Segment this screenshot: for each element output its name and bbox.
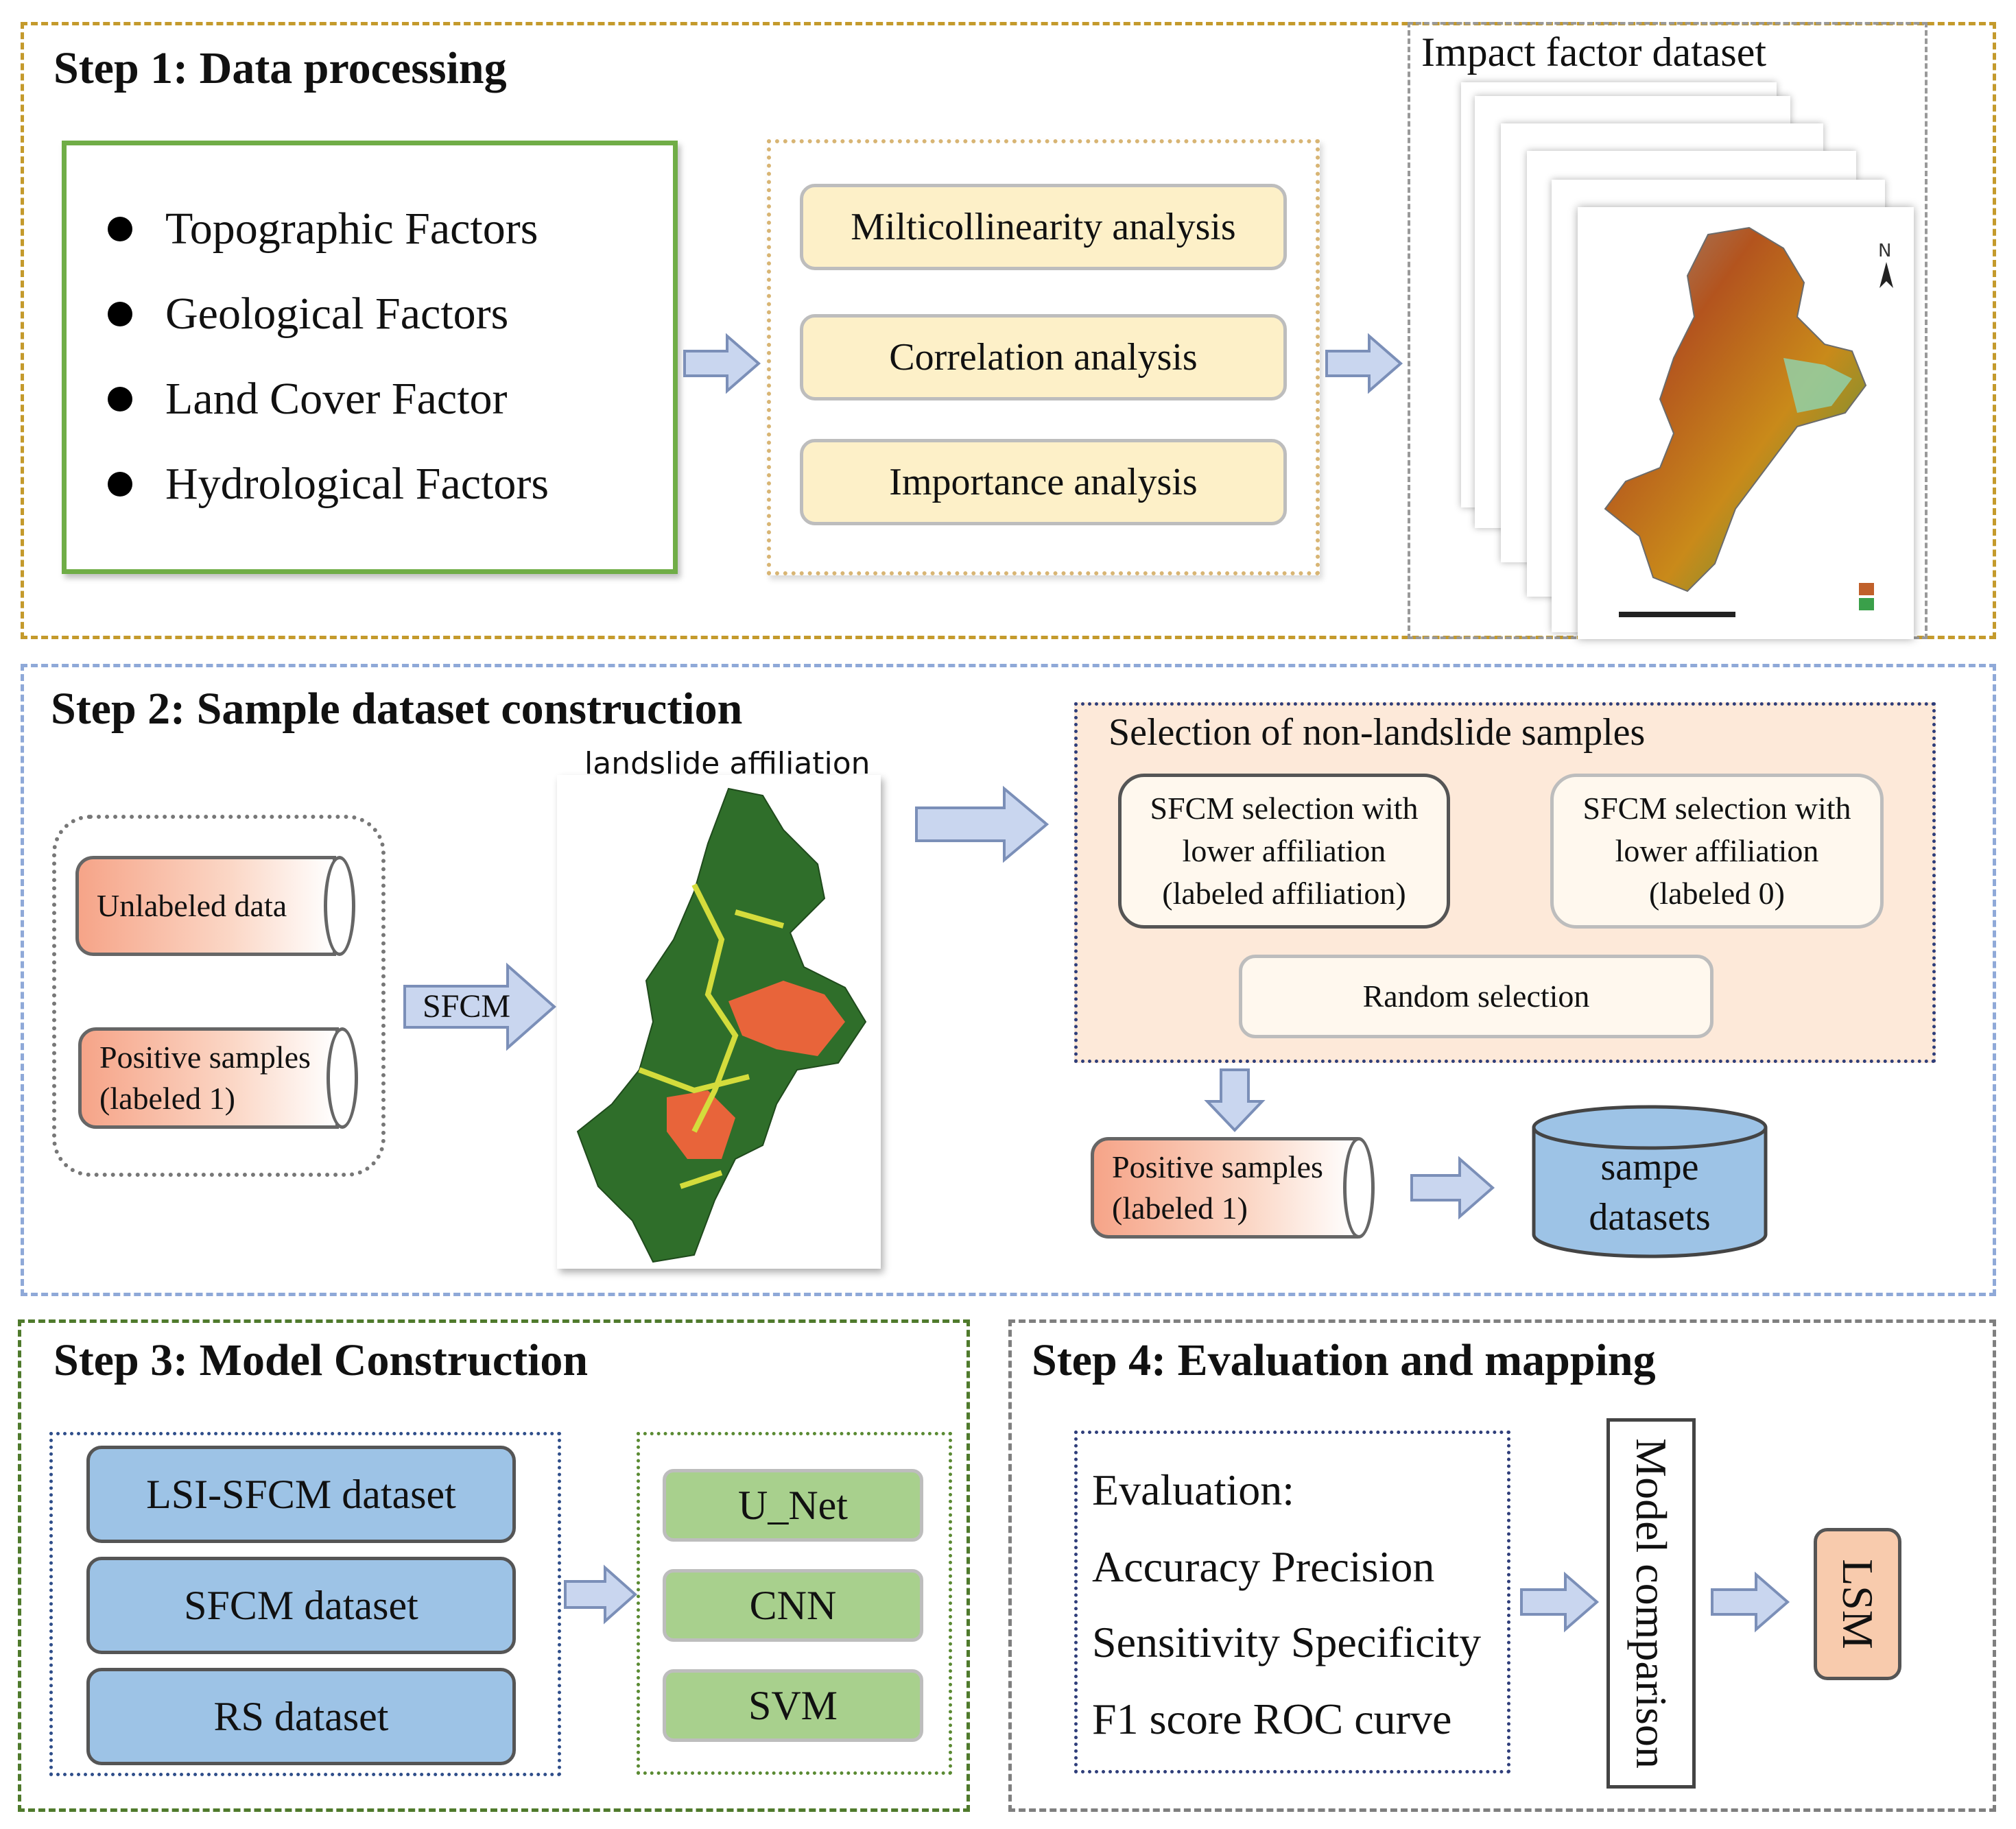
evaluation-metric-line: Sensitivity Specificity (1092, 1618, 1482, 1666)
lsi-sfcm-dataset-box: LSI-SFCM dataset (86, 1446, 516, 1543)
step4-title: Step 4: Evaluation and mapping (1032, 1335, 1656, 1385)
sfcm-arrow-icon (403, 962, 557, 1051)
cylinder-cap (327, 1027, 358, 1129)
svm-model-box: SVM (663, 1669, 923, 1742)
step4-panel (1008, 1319, 1996, 1812)
selection-line: lower affiliation (1182, 833, 1386, 868)
arrow-icon (683, 333, 761, 394)
down-arrow-icon (1204, 1068, 1266, 1132)
sample-datasets-label: sampe datasets (1531, 1143, 1768, 1243)
arrow-icon (564, 1564, 638, 1625)
model-group (637, 1432, 952, 1775)
arrow-icon (1520, 1571, 1600, 1633)
sfcm-selection-affiliation-box: SFCM selection with lower affiliation (lab… (1118, 774, 1450, 929)
svg-text:N: N (1878, 241, 1891, 261)
sfcm-selection-zero-box: SFCM selection with lower affiliation (lab… (1550, 774, 1884, 929)
datasets-line: datasets (1589, 1195, 1711, 1239)
selection-line: (labeled 0) (1649, 876, 1785, 911)
lsm-box (1814, 1528, 1901, 1680)
impact-dataset-title: Impact factor dataset (1421, 29, 1767, 75)
cnn-model-box: CNN (663, 1569, 923, 1642)
multicollinearity-box: Milticollinearity analysis (800, 184, 1287, 270)
model-comparison-label: Model comparison (1627, 1438, 1676, 1769)
factor-label: Topographic Factors (165, 204, 538, 254)
positive-samples-sublabel: (labeled 1) (99, 1081, 235, 1116)
factor-item: Land Cover Factor (108, 357, 673, 442)
step2-panel (21, 664, 1996, 1296)
positive-samples-label: Positive samples (1112, 1149, 1323, 1185)
bullet-icon (108, 387, 132, 411)
database-icon (1532, 1105, 1768, 1258)
analysis-group (767, 139, 1320, 575)
arrow-icon (1325, 333, 1403, 394)
factor-list-box: Topographic Factors Geological Factors L… (62, 141, 678, 574)
factor-label: Geological Factors (165, 289, 509, 339)
bullet-icon (108, 472, 132, 497)
unlabeled-data-cylinder: Unlabeled data (75, 856, 336, 956)
factor-item: Geological Factors (108, 272, 673, 357)
affiliation-map-icon (576, 787, 867, 1263)
positive-samples-output-cylinder: Positive samples (labeled 1) (1091, 1137, 1358, 1239)
factor-label: Hydrological Factors (165, 459, 549, 509)
step2-title: Step 2: Sample dataset construction (51, 684, 743, 734)
correlation-box: Correlation analysis (800, 314, 1287, 401)
step1-title: Step 1: Data processing (54, 43, 507, 93)
sfcm-arrow-label: SFCM (423, 988, 511, 1025)
rs-dataset-box: RS dataset (86, 1668, 516, 1765)
unet-model-box: U_Net (663, 1469, 923, 1542)
factor-item: Hydrological Factors (108, 442, 673, 527)
selection-line: (labeled affiliation) (1162, 876, 1406, 911)
factor-item: Topographic Factors (108, 187, 673, 272)
selection-line: lower affiliation (1615, 833, 1819, 868)
datasets-line: sampe (1600, 1146, 1699, 1188)
bullet-icon (108, 302, 132, 326)
selection-line: SFCM selection with (1150, 790, 1419, 826)
factor-label: Land Cover Factor (165, 374, 508, 424)
model-comparison-box (1606, 1418, 1696, 1789)
positive-samples-sublabel: (labeled 1) (1112, 1191, 1248, 1226)
evaluation-metric-line: F1 score ROC curve (1092, 1695, 1452, 1743)
positive-samples-label: Positive samples (99, 1040, 311, 1075)
step3-title: Step 3: Model Construction (54, 1335, 589, 1385)
step1-panel (21, 22, 1996, 639)
positive-samples-cylinder: Positive samples (labeled 1) (78, 1027, 339, 1129)
step3-panel (18, 1319, 970, 1812)
elevation-map-icon: N (1604, 226, 1893, 617)
evaluation-heading: Evaluation: (1092, 1466, 1295, 1514)
cylinder-cap (1343, 1137, 1375, 1239)
selection-panel-title: Selection of non-landslide samples (1108, 711, 1646, 754)
cylinder-cap (324, 856, 355, 956)
sfcm-dataset-box: SFCM dataset (86, 1557, 516, 1654)
selection-line: SFCM selection with (1582, 790, 1851, 826)
evaluation-metric-line: Accuracy Precision (1092, 1542, 1435, 1591)
unlabeled-data-label: Unlabeled data (97, 888, 287, 924)
bullet-icon (108, 217, 132, 241)
arrow-icon (1410, 1156, 1495, 1220)
evaluation-box (1074, 1431, 1510, 1773)
input-data-group (52, 815, 386, 1177)
lsm-label: LSM (1834, 1559, 1882, 1649)
dataset-group (49, 1432, 561, 1776)
random-selection-box: Random selection (1239, 955, 1713, 1038)
importance-box: Importance analysis (800, 439, 1287, 525)
arrow-icon (915, 785, 1049, 863)
arrow-icon (1711, 1571, 1790, 1633)
